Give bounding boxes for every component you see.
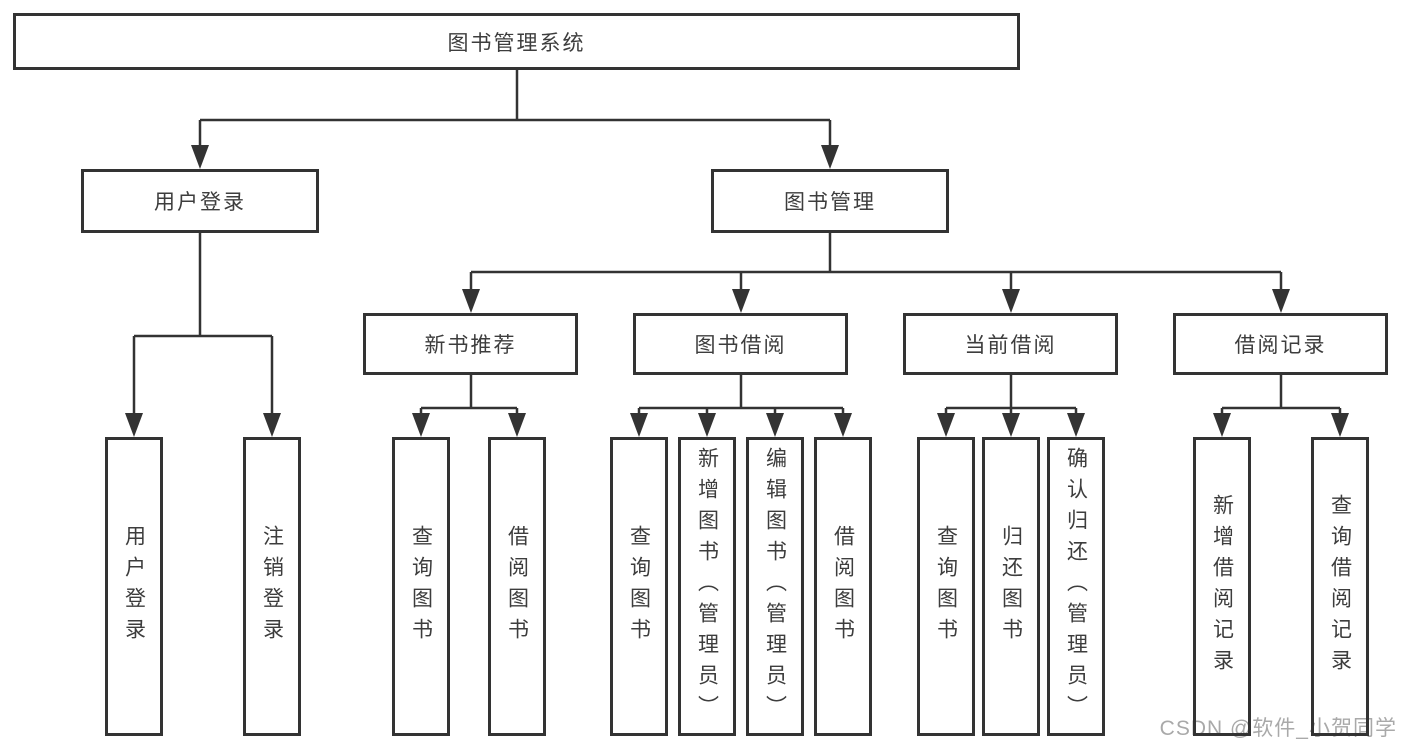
arrow-down-icon [1002, 413, 1020, 437]
leaf-recommend-query-books: 查询图书 [392, 437, 450, 736]
connector-root-to-level2 [198, 70, 832, 147]
leaf-current-return-books: 归还图书 [982, 437, 1040, 736]
connector-recommend-to-leaves [419, 375, 519, 415]
connector-userlogin-to-leaves [132, 233, 274, 415]
arrow-down-icon [191, 145, 209, 169]
node-new-book-recommend: 新书推荐 [363, 313, 578, 375]
arrow-down-icon [508, 413, 526, 437]
arrow-down-icon [937, 413, 955, 437]
arrow-down-icon [1331, 413, 1349, 437]
connector-borrow-to-leaves [637, 375, 845, 415]
leaf-current-confirm-return-admin: 确认归还（管理员） [1047, 437, 1105, 736]
leaf-records-query-record: 查询借阅记录 [1311, 437, 1369, 736]
arrow-down-icon [630, 413, 648, 437]
leaf-recommend-borrow-books: 借阅图书 [488, 437, 546, 736]
node-current-borrow: 当前借阅 [903, 313, 1118, 375]
connector-bookmgmt-to-level3 [469, 233, 1283, 291]
node-book-management: 图书管理 [711, 169, 949, 233]
arrow-down-icon [732, 289, 750, 313]
arrow-down-icon [1213, 413, 1231, 437]
arrow-down-icon [1272, 289, 1290, 313]
arrow-down-icon [462, 289, 480, 313]
leaf-logout: 注销登录 [243, 437, 301, 736]
leaf-borrow-edit-books-admin: 编辑图书（管理员） [746, 437, 804, 736]
node-borrow-records: 借阅记录 [1173, 313, 1388, 375]
arrow-down-icon [263, 413, 281, 437]
node-user-login: 用户登录 [81, 169, 319, 233]
arrow-down-icon [698, 413, 716, 437]
arrow-down-icon [766, 413, 784, 437]
leaf-borrow-query-books: 查询图书 [610, 437, 668, 736]
leaf-user-login: 用户登录 [105, 437, 163, 736]
connector-current-to-leaves [944, 375, 1078, 415]
leaf-current-query-books: 查询图书 [917, 437, 975, 736]
arrow-down-icon [1002, 289, 1020, 313]
node-book-borrow: 图书借阅 [633, 313, 848, 375]
connector-records-to-leaves [1220, 375, 1342, 415]
arrow-down-icon [1067, 413, 1085, 437]
leaf-borrow-add-books-admin: 新增图书（管理员） [678, 437, 736, 736]
leaf-borrow-borrow-books: 借阅图书 [814, 437, 872, 736]
arrow-down-icon [821, 145, 839, 169]
arrow-down-icon [834, 413, 852, 437]
node-root: 图书管理系统 [13, 13, 1020, 70]
arrow-down-icon [412, 413, 430, 437]
arrow-down-icon [125, 413, 143, 437]
leaf-records-add-record: 新增借阅记录 [1193, 437, 1251, 736]
